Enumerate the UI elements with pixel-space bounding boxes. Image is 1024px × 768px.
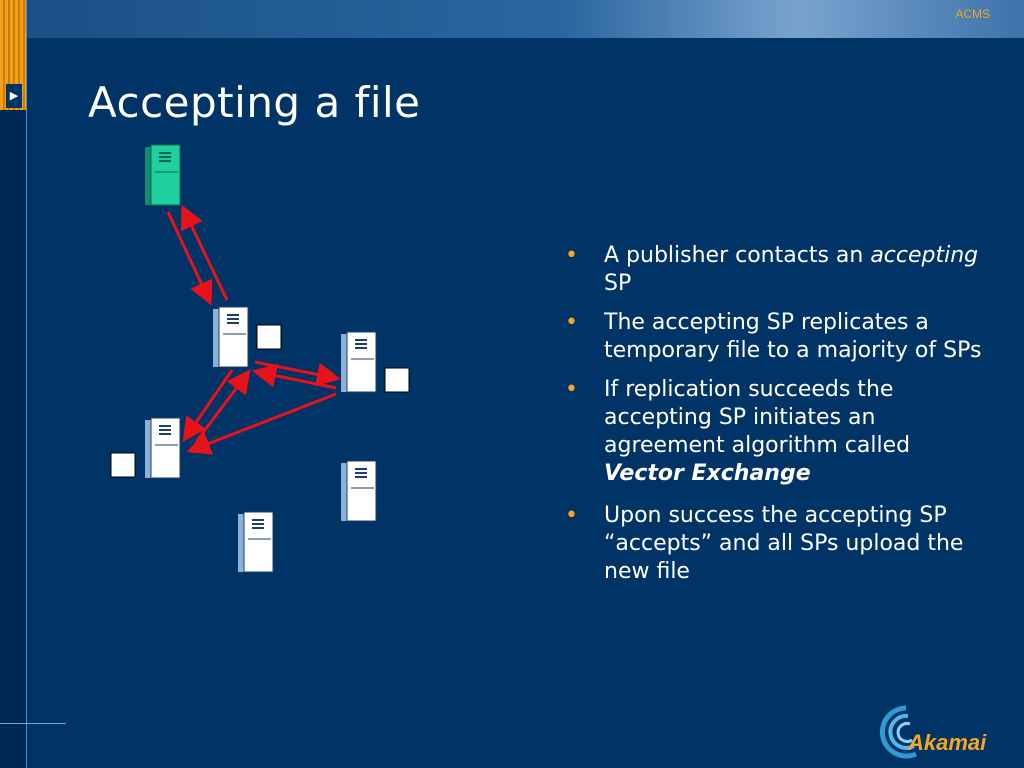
sp-bottom-server-icon <box>238 511 274 573</box>
bullet-dot-icon: • <box>565 377 578 402</box>
bullet-list: • A publisher contacts an accepting SP •… <box>563 242 983 597</box>
bullet-text: Upon success the accepting SP “accepts” … <box>604 503 964 584</box>
bullet-item: • A publisher contacts an accepting SP <box>563 242 983 298</box>
bullet-dot-icon: • <box>565 503 578 528</box>
sp-lower-right-server-icon <box>341 460 377 522</box>
bullet-dot-icon: • <box>565 243 578 268</box>
file-icon-sp-right <box>384 367 410 393</box>
sp-left-server-icon <box>145 417 181 479</box>
bullet-item: • The accepting SP replicates a temporar… <box>563 309 983 365</box>
bullet-item: • If replication succeeds the accepting … <box>563 376 983 488</box>
akamai-wave-icon <box>879 705 917 759</box>
akamai-logo: Akamai <box>872 700 1012 760</box>
sp-right-server-icon <box>341 331 377 393</box>
network-diagram <box>110 144 410 573</box>
arrow-sp-to-sp-right <box>252 360 341 390</box>
footer-divider <box>0 723 66 724</box>
bullet-text: The accepting SP replicates a temporary … <box>604 310 982 363</box>
header-bar: ACMS <box>0 0 1024 38</box>
bullet-item: • Upon success the accepting SP “accepts… <box>563 502 983 586</box>
bullet-text: If replication succeeds the accepting SP… <box>604 377 911 486</box>
akamai-logo-text: Akamai <box>908 730 987 755</box>
arrow-sp-to-sp-left <box>182 369 251 443</box>
arrow-publisher-to-sp <box>166 204 229 306</box>
header-label: ACMS <box>955 7 990 21</box>
bullet-dot-icon: • <box>565 310 578 335</box>
file-icon-sp-accepting <box>256 324 282 350</box>
sp-accepting-server-icon <box>213 306 249 368</box>
slide-title: Accepting a file <box>88 78 421 127</box>
arrow-sp-right-to-sp-left <box>186 392 337 455</box>
bullet-text: A publisher contacts an accepting SP <box>604 243 979 296</box>
play-arrow-icon: ▶ <box>6 84 22 108</box>
file-icon-sp-left <box>110 452 136 478</box>
publisher-server-icon <box>145 144 181 206</box>
left-sidebar-strip: ▶ <box>0 0 27 768</box>
